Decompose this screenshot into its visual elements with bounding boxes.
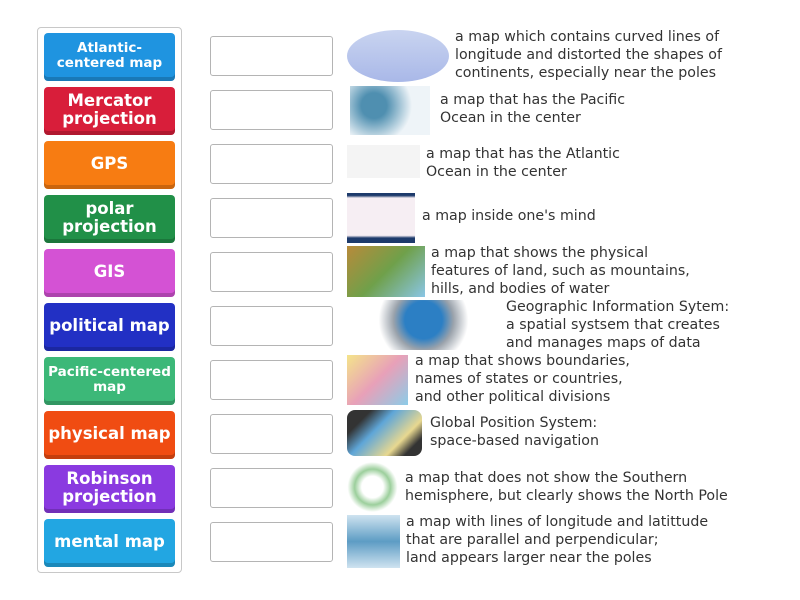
answer-drop-box[interactable]: [210, 360, 333, 400]
answer-drop-box[interactable]: [210, 144, 333, 184]
physical-usa-map-image: [347, 246, 425, 297]
term-tile-physical-map[interactable]: physical map: [44, 411, 175, 459]
answer-drop-box[interactable]: [210, 414, 333, 454]
definition-text: a map that shows the physical features o…: [431, 245, 690, 297]
definition-text: a map that has the Pacific Ocean in the …: [440, 92, 626, 126]
polar-projection-map-image: [347, 462, 398, 512]
definition-text: a map that does not show the Southern he…: [405, 470, 728, 504]
answer-drop-box[interactable]: [210, 36, 333, 76]
mind-map-image: [347, 193, 415, 243]
definition-text: a map inside one's mind: [422, 208, 596, 224]
answer-drop-box[interactable]: [210, 198, 333, 238]
gis-globe-network-image: [355, 300, 492, 350]
terms-panel: [37, 27, 182, 573]
answer-drop-box[interactable]: [210, 90, 333, 130]
term-tile-mental-map[interactable]: mental map: [44, 519, 175, 567]
gps-phone-image: [347, 410, 422, 456]
political-world-map-image: [347, 355, 408, 405]
definition-text: Geographic Information Sytem: a spatial …: [506, 299, 730, 351]
term-tile-mercator-projection[interactable]: Mercator projection: [44, 87, 175, 135]
term-tile-political-map[interactable]: political map: [44, 303, 175, 351]
answer-drop-box[interactable]: [210, 522, 333, 562]
term-tile-pacific-centered-map[interactable]: Pacific-centered map: [44, 357, 175, 405]
term-tile-polar-projection[interactable]: polar projection: [44, 195, 175, 243]
robinson-world-map-image: [347, 30, 449, 82]
term-tile-gps[interactable]: GPS: [44, 141, 175, 189]
definition-text: Global Position System: space-based navi…: [430, 415, 599, 449]
answer-drop-box[interactable]: [210, 306, 333, 346]
pacific-centered-world-map-image: [350, 86, 430, 135]
answer-drop-box[interactable]: [210, 468, 333, 508]
definition-text: a map that shows boundaries, names of st…: [415, 353, 630, 405]
answer-drop-box[interactable]: [210, 252, 333, 292]
term-tile-robinson-projection[interactable]: Robinson projection: [44, 465, 175, 513]
term-tile-gis[interactable]: GIS: [44, 249, 175, 297]
outline-world-map-image: [347, 145, 420, 178]
definition-text: a map that has the Atlantic Ocean in the…: [426, 146, 620, 180]
definition-text: a map which contains curved lines of lon…: [455, 29, 722, 81]
mercator-world-map-image: [347, 515, 400, 568]
term-tile-atlantic-centered-map[interactable]: Atlantic-centered map: [44, 33, 175, 81]
definition-text: a map with lines of longitude and latitt…: [406, 514, 709, 566]
